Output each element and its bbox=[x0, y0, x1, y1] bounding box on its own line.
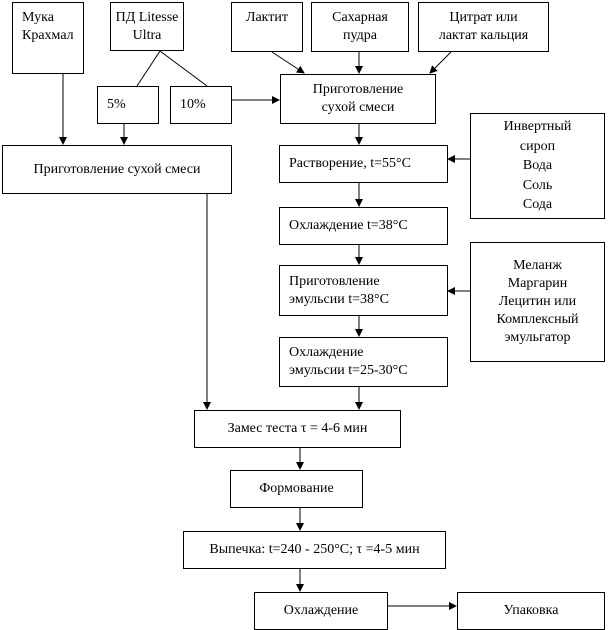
label: сухой смеси bbox=[321, 100, 395, 115]
label: Растворение, t=55°C bbox=[289, 156, 411, 171]
label: Формование bbox=[259, 481, 334, 496]
label: Замес теста τ = 4-6 мин bbox=[227, 421, 368, 436]
step-packing: Упаковка bbox=[457, 592, 605, 630]
step-knead: Замес теста τ = 4-6 мин bbox=[194, 410, 401, 448]
line-pd-5 bbox=[136, 50, 161, 87]
arrow-citrate bbox=[429, 51, 452, 74]
line-pd-10 bbox=[159, 50, 208, 87]
input-lactitol: Лактит bbox=[231, 2, 303, 52]
label: лактат кальция bbox=[438, 28, 529, 43]
label: Охлаждение bbox=[289, 345, 364, 360]
label: Охлаждение t=38°C bbox=[289, 218, 408, 233]
label: 5% bbox=[107, 97, 126, 112]
step-emulsion: Приготовление эмульсии t=38°C bbox=[279, 265, 448, 316]
label: Выпечка: t=240 - 250°C; τ =4-5 мин bbox=[209, 542, 420, 557]
label: Инвертный bbox=[503, 119, 572, 135]
label: сироп bbox=[519, 138, 556, 154]
label: Мука bbox=[22, 10, 54, 25]
step-dry-right: Приготовление сухой смеси bbox=[280, 74, 436, 124]
label: Маргарин bbox=[507, 276, 568, 291]
input-sugar: Сахарная пудра bbox=[311, 2, 409, 52]
label: Упаковка bbox=[503, 603, 559, 618]
label: Комплексный bbox=[496, 312, 579, 327]
label: Соль bbox=[522, 177, 553, 193]
label: ПД Litesse bbox=[115, 9, 179, 25]
input-5pct: 5% bbox=[97, 86, 159, 124]
input-citrate: Цитрат или лактат кальция bbox=[418, 2, 549, 52]
label: Сода bbox=[522, 197, 553, 213]
label: Приготовление сухой смеси bbox=[33, 161, 201, 177]
step-dry-left: Приготовление сухой смеси bbox=[2, 145, 232, 194]
step-cool-emulsion: Охлаждение эмульсии t=25-30°C bbox=[279, 337, 448, 387]
arrow-lactitol bbox=[271, 51, 305, 74]
step-cool38: Охлаждение t=38°C bbox=[279, 207, 448, 245]
label: Лецитин или bbox=[498, 294, 577, 309]
label: Лактит bbox=[245, 10, 289, 25]
label: эмульсии t=25-30°C bbox=[289, 363, 408, 378]
input-10pct: 10% bbox=[170, 86, 232, 124]
label: эмульсии t=38°C bbox=[289, 291, 389, 307]
label: Ultra bbox=[132, 27, 162, 43]
label: Сахарная bbox=[332, 10, 388, 25]
label: Меланж bbox=[513, 258, 562, 273]
step-cooling: Охлаждение bbox=[254, 592, 388, 630]
step-baking: Выпечка: t=240 - 250°C; τ =4-5 мин bbox=[183, 531, 446, 569]
label: 10% bbox=[180, 97, 206, 112]
step-forming: Формование bbox=[230, 470, 363, 508]
label: Вода bbox=[522, 158, 553, 174]
label: Крахмал bbox=[22, 28, 74, 43]
label: Приготовление bbox=[289, 273, 380, 289]
label: Приготовление bbox=[312, 82, 404, 97]
step-dissolve: Растворение, t=55°C bbox=[279, 145, 448, 183]
label: эмульгатор bbox=[504, 330, 571, 345]
label: Охлаждение bbox=[283, 603, 359, 618]
label: пудра bbox=[343, 28, 377, 43]
label: Цитрат или bbox=[449, 10, 518, 25]
